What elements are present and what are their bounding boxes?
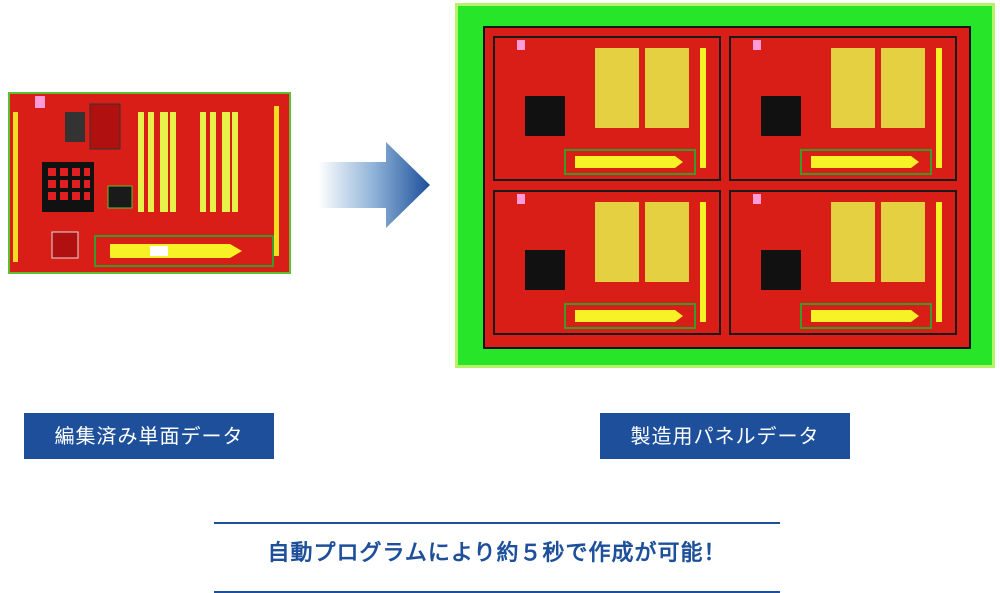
panel-board-4 [729,190,957,335]
right-arrow-icon [318,142,430,228]
caption-rule-bottom [214,591,780,593]
caption-text: 自動プログラムにより約５秒で作成が可能！ [267,541,727,566]
panel-board-3 [493,190,721,335]
panel-data-label: 製造用パネルデータ [600,413,850,459]
panel-pcb-image [455,3,995,368]
caption-rule-top [214,522,780,524]
single-pcb-image [8,92,291,274]
single-data-label: 編集済み単面データ [24,413,274,459]
panel-board-1 [493,36,721,181]
panel-board-2 [729,36,957,181]
panel-frame [483,26,971,349]
